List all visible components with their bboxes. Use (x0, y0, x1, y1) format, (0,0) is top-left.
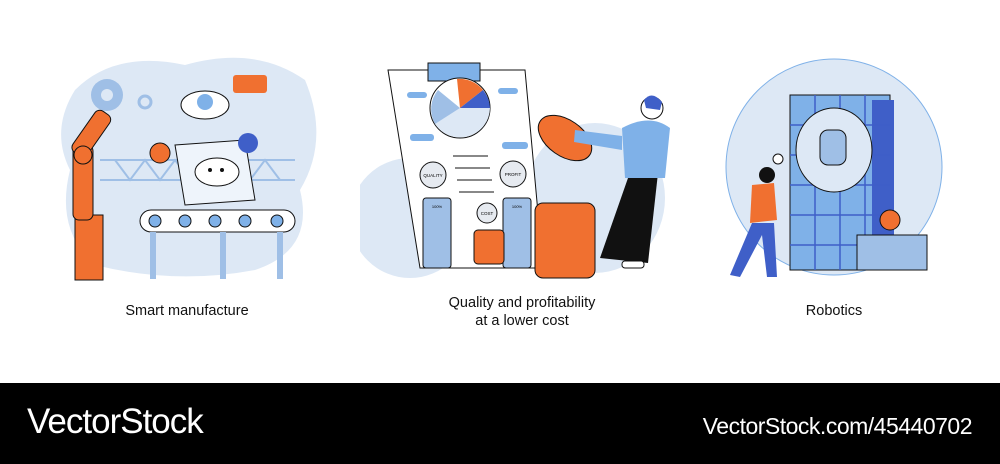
held-coin (537, 114, 593, 162)
small-robot (879, 209, 901, 231)
cost-badge: COST (476, 202, 498, 224)
pie-chart-icon (238, 133, 258, 153)
clipboard: QUALITY 100% PROFIT 100% COST (387, 62, 544, 269)
profit-jar: PROFIT 100% (499, 160, 532, 269)
conveyor-belt (139, 209, 296, 279)
caption-quality-profitability: Quality and profitability at a lower cos… (372, 294, 672, 330)
gear-icon (91, 79, 123, 111)
cloud-brain-icon (180, 90, 230, 120)
quality-profitability-illustration: QUALITY 100% PROFIT 100% COST (360, 62, 670, 279)
person-with-magnifier (730, 153, 784, 277)
laptop-icon (174, 139, 256, 206)
watermark-bar (0, 383, 1000, 464)
small-coin-stack (473, 229, 505, 265)
profit-level-label: 100% (512, 204, 523, 209)
caption-smart-manufacture: Smart manufacture (125, 303, 249, 319)
robot-head-icon (819, 129, 847, 166)
watermark-brand: VectorStock (27, 402, 204, 441)
person (574, 95, 670, 269)
robot-arm (71, 109, 171, 281)
caption-robotics: Robotics (805, 303, 863, 319)
smart-manufacture-illustration (61, 57, 317, 281)
binary-chip-icon (233, 75, 267, 93)
quality-label: QUALITY (423, 173, 442, 178)
small-gear-icon (137, 94, 153, 110)
caption-line-1: Quality and profitability (448, 295, 596, 311)
robotics-illustration (725, 58, 943, 277)
profit-label: PROFIT (505, 172, 522, 177)
magnifier-icon (772, 153, 784, 165)
caption-line-2: at a lower cost (475, 313, 569, 329)
quality-jar: QUALITY 100% (419, 161, 452, 269)
watermark-reference: VectorStock.com/45440702 (702, 413, 973, 439)
laptop-icon (856, 234, 928, 271)
large-coin-stack (534, 202, 596, 279)
cost-label: COST (481, 211, 494, 216)
quality-level-label: 100% (432, 204, 443, 209)
